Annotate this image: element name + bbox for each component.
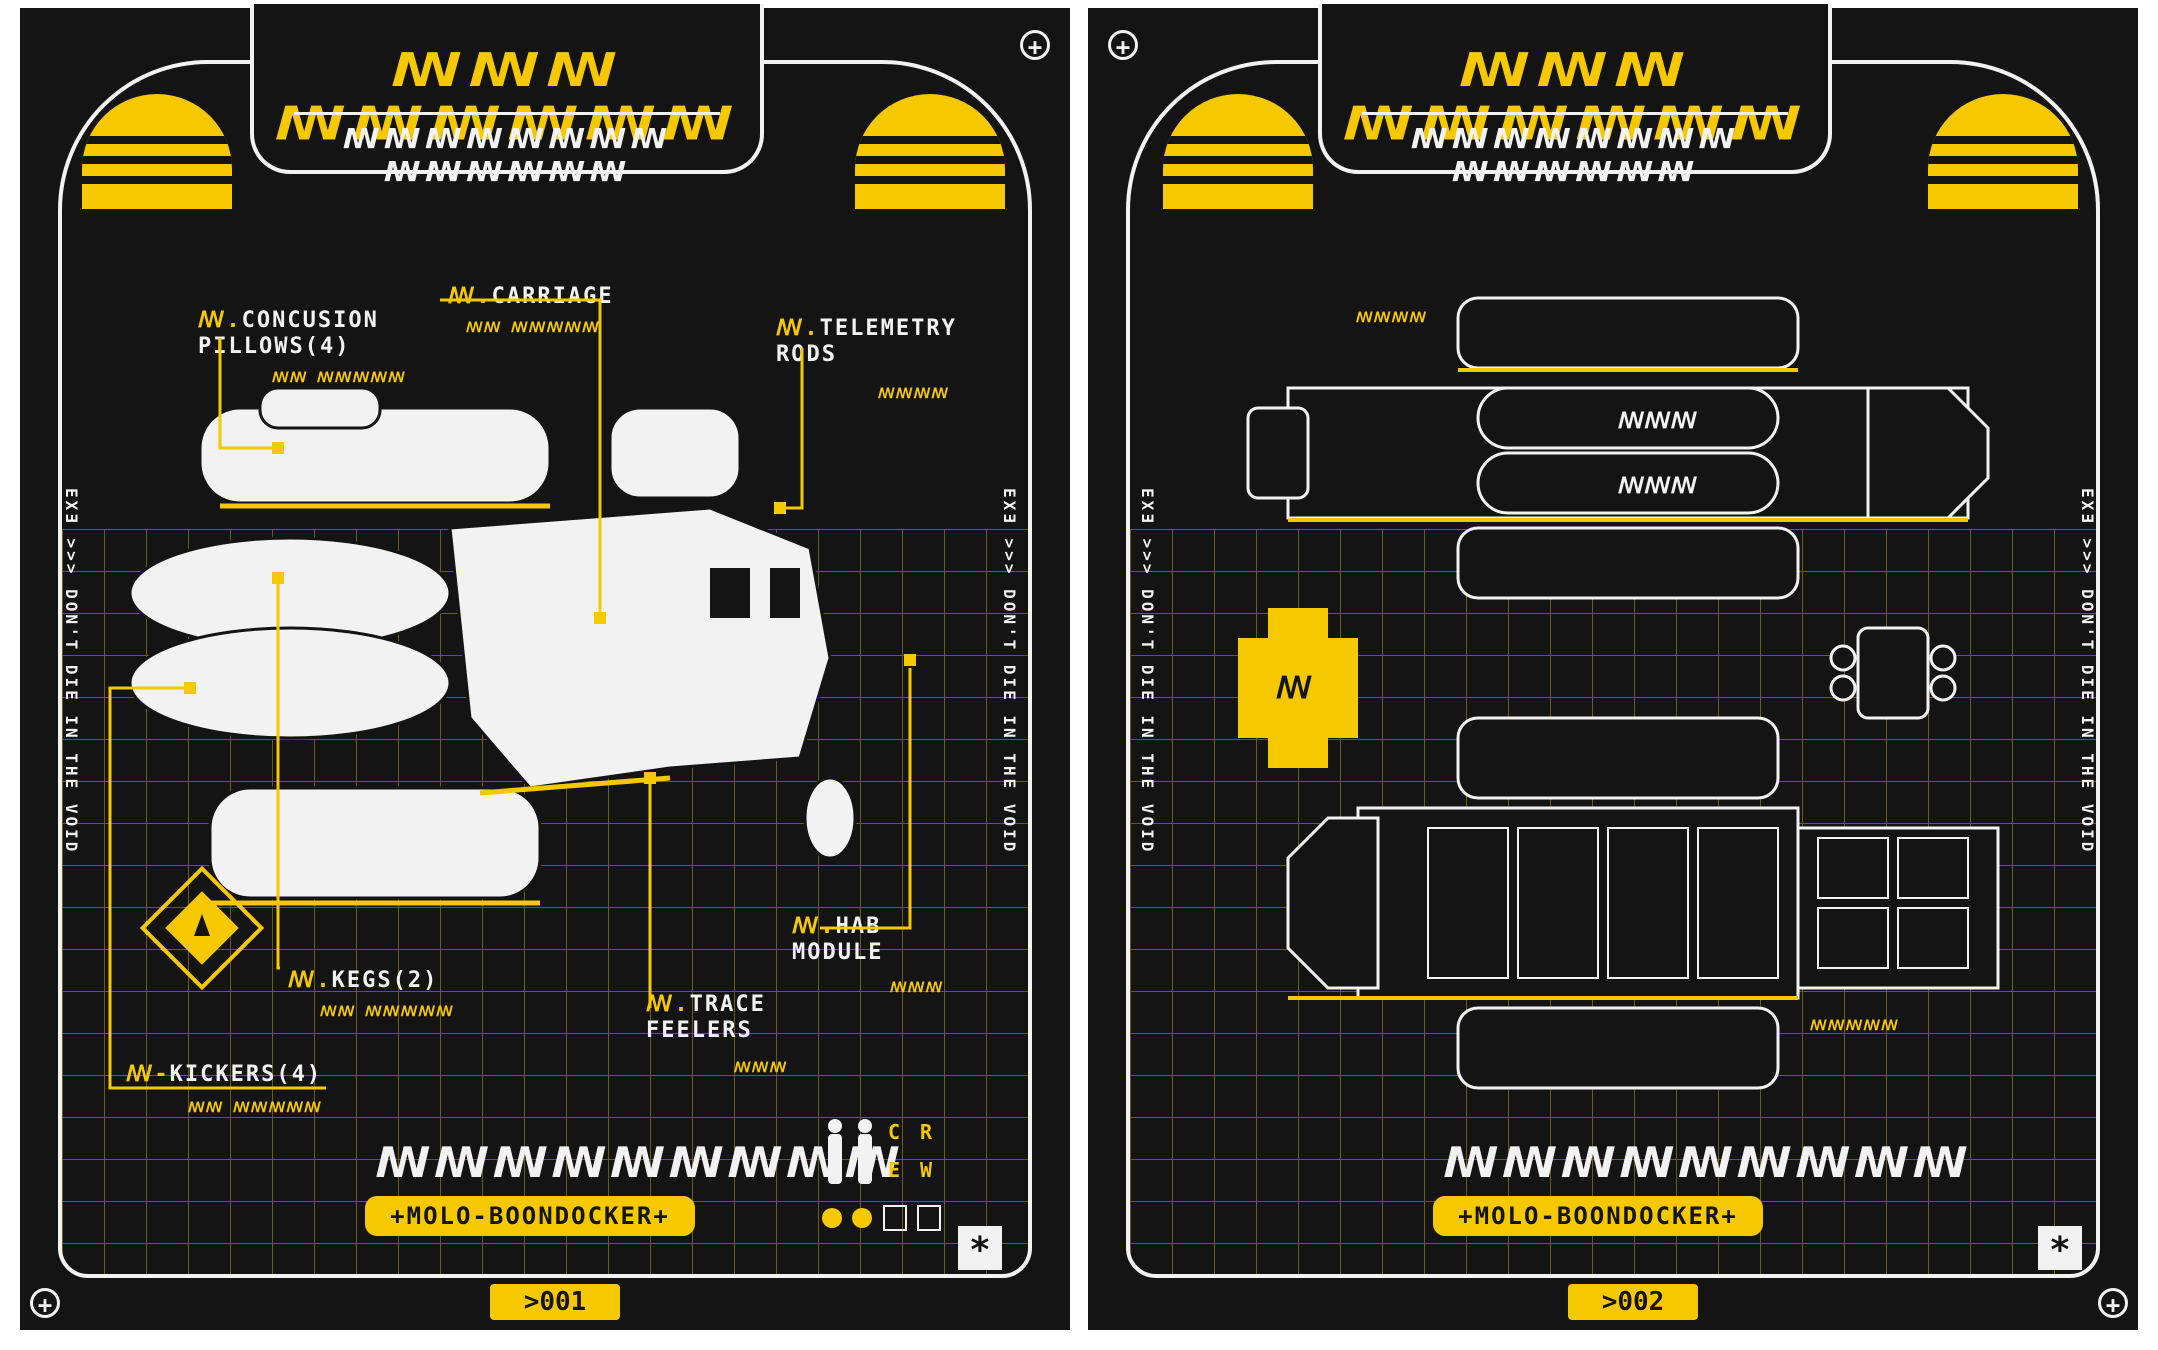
emblem-title: ꟿꟿꟿꟿꟿꟿꟿꟿꟿ [1443,1138,1971,1187]
side-text-right: EXƎ >>> DON'T DIE IN THE VOID [1000,488,1019,855]
side-text-left: EXƎ >>> DON'T DIE IN THE VOID [1138,488,1157,855]
header-plate: ꟿꟿꟿ ꟿꟿꟿꟿꟿꟿ ꟿꟿꟿꟿꟿꟿꟿꟿ ꟿꟿꟿꟿꟿꟿ [1318,4,1832,188]
crew-letter: R [920,1120,933,1144]
view-code: ꟿꟿꟿꟿꟿ [1810,1018,1899,1034]
crew-letter: E [888,1158,901,1182]
callout-concussion-pillows: ꟿ.CONCUSION PILLOWS(4) [198,308,379,359]
callout-trace-feelers: ꟿ.TRACE FEELERS [646,992,766,1043]
blueprint-card-2: + + ꟿꟿꟿ ꟿꟿꟿꟿꟿꟿ ꟿꟿꟿꟿꟿꟿꟿꟿ ꟿꟿꟿꟿꟿꟿ EXƎ >>> D… [1088,4,2138,1330]
dome-emblem-right [855,94,1005,209]
side-text-right: EXƎ >>> DON'T DIE IN THE VOID [2078,488,2097,855]
dome-emblem-left [82,94,232,209]
ship-top-view: ꟿꟿꟿ ꟿꟿꟿ [1246,296,1990,600]
ship-name-plate: +MOLO-BOONDOCKER+ [1433,1196,1763,1236]
callout-kickers: ꟿ-KICKERS(4) [126,1062,323,1087]
card-subtitle: ꟿꟿꟿꟿꟿꟿꟿꟿ ꟿꟿꟿꟿꟿꟿ [342,122,672,188]
blueprint-card-1: + + ꟿꟿꟿ ꟿꟿꟿꟿꟿꟿ ꟿꟿꟿꟿꟿꟿꟿꟿ ꟿꟿꟿꟿꟿꟿ EXƎ >>> D… [20,4,1070,1330]
callout-code: ꟿꟿꟿ [734,1060,788,1076]
svg-text:ꟿ: ꟿ [1276,671,1312,706]
header-plate: ꟿꟿꟿ ꟿꟿꟿꟿꟿꟿ ꟿꟿꟿꟿꟿꟿꟿꟿ ꟿꟿꟿꟿꟿꟿ [250,4,764,188]
leader-lines [108,298,916,1090]
callout-code: ꟿꟿ ꟿꟿꟿꟿꟿ [320,1004,454,1020]
ship-bottom-view [1286,716,2000,1090]
ship-perspective-illustration [128,386,857,906]
ship-name-plate: +MOLO-BOONDOCKER+ [365,1196,695,1236]
svg-text:ꟿꟿꟿ: ꟿꟿꟿ [1618,474,1698,499]
callout-telemetry-rods: ꟿ.TELEMETRY RODS [776,316,957,367]
side-text-left: EXƎ >>> DON'T DIE IN THE VOID [62,488,81,855]
dome-emblem-left [1163,94,1313,209]
plus-circle-icon: + [1020,30,1050,61]
page-number: >001 [490,1284,620,1320]
callout-kegs: ꟿ.KEGS(2) [288,968,439,993]
plus-circle-icon: + [1108,30,1138,61]
dome-emblem-right [1928,94,2078,209]
flame-icon [194,914,210,936]
asterisk-icon: * [958,1226,1002,1271]
crew-emblem-icon: ꟿ [1238,608,1358,768]
card-title: ꟿꟿꟿ ꟿꟿꟿꟿꟿꟿ [274,43,740,151]
callout-code: ꟿꟿ ꟿꟿꟿꟿꟿ [272,370,406,386]
card-subtitle: ꟿꟿꟿꟿꟿꟿꟿꟿ ꟿꟿꟿꟿꟿꟿ [1410,122,1740,188]
crew-letter: C [888,1120,901,1144]
card-title: ꟿꟿꟿ ꟿꟿꟿꟿꟿꟿ [1342,43,1808,151]
callout-carriage: ꟿ.CARRIAGE [448,284,614,309]
plus-circle-icon: + [30,1288,60,1319]
callout-code: ꟿꟿ ꟿꟿꟿꟿꟿ [466,320,600,336]
plus-circle-icon: + [2098,1288,2128,1319]
ship-front-view [1829,626,1957,720]
crew-figures-icon [828,1119,872,1184]
crew-panel: C R E W [820,1118,950,1238]
callout-code: ꟿꟿꟿ [890,980,944,996]
emblem-title: ꟿꟿꟿꟿꟿꟿꟿꟿꟿ [375,1138,903,1187]
callout-code: ꟿꟿꟿꟿ [878,386,950,402]
svg-text:ꟿꟿꟿ: ꟿꟿꟿ [1618,409,1698,434]
crew-letter: W [920,1158,933,1182]
crew-status-icons [822,1205,941,1231]
view-code: ꟿꟿꟿꟿ [1356,310,1428,326]
asterisk-icon: * [2038,1226,2082,1271]
callout-code: ꟿꟿ ꟿꟿꟿꟿꟿ [188,1100,322,1116]
page-number: >002 [1568,1284,1698,1320]
